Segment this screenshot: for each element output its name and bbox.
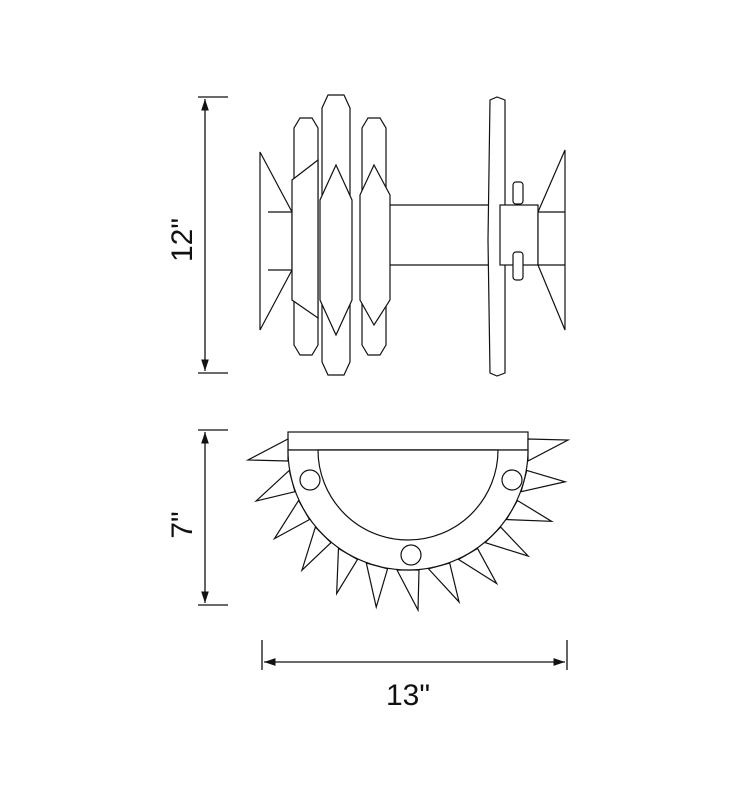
height-dimension: 12" — [166, 96, 228, 374]
crystal-spike — [245, 438, 289, 462]
crystal-spike — [427, 562, 461, 605]
top-view — [245, 431, 571, 613]
crystal-spike — [365, 562, 389, 610]
crystal-spike — [527, 438, 571, 462]
height-label: 12" — [166, 218, 199, 262]
width-dimension: 13" — [261, 640, 568, 712]
crystal-spike — [396, 569, 420, 613]
crystal-spike — [520, 469, 568, 493]
depth-dimension: 7" — [166, 429, 228, 606]
crystal-spike — [253, 469, 296, 503]
width-label: 13" — [386, 679, 430, 712]
depth-label: 7" — [166, 511, 199, 538]
front-view — [259, 94, 566, 377]
